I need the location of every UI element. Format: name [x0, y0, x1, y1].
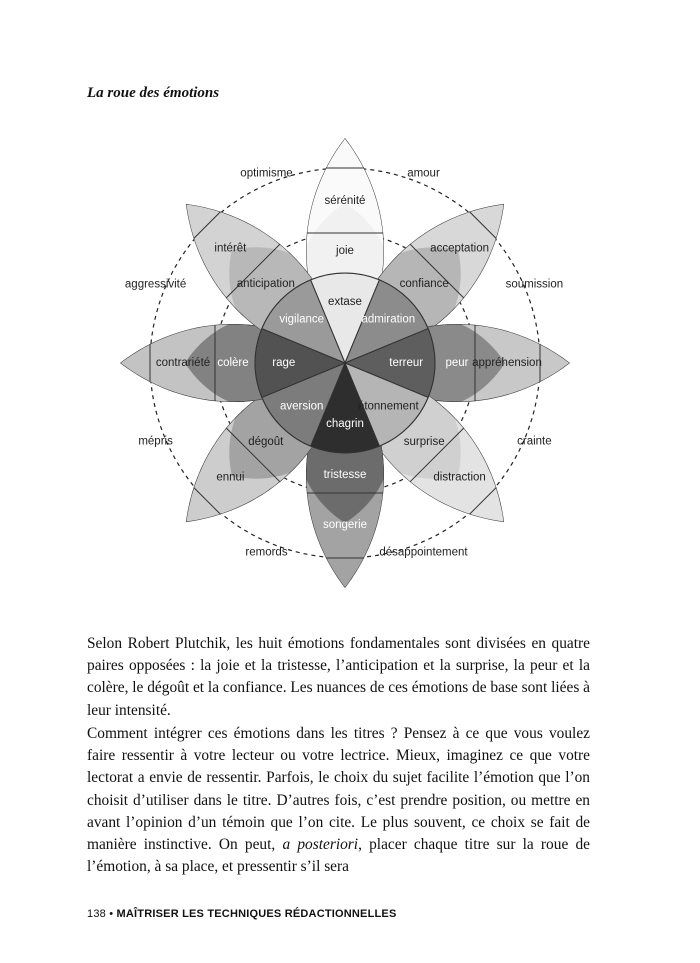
footer-section-title: MAÎTRISER LES TECHNIQUES RÉDACTIONNELLES: [116, 908, 397, 920]
label-inner: chagrin: [326, 418, 364, 430]
label-middle: colère: [217, 357, 248, 369]
label-outer: ennui: [216, 472, 244, 484]
wedge-aversion: [261, 362, 346, 447]
wedge-admiration: [344, 279, 429, 364]
wedge-extase: [309, 272, 381, 365]
petal-band-divider: [191, 209, 223, 241]
page-footer: 138 • MAÎTRISER LES TECHNIQUES RÉDACTION…: [87, 908, 397, 920]
petal-band-divider: [408, 426, 466, 484]
wedge-vigilance: [261, 279, 346, 364]
label-middle: anticipation: [237, 278, 295, 290]
paragraph-1: Selon Robert Plutchik, les huit émotions…: [87, 635, 590, 719]
label-inner: étonnement: [358, 400, 420, 412]
paragraph-2-italic: a posteriori: [282, 836, 359, 854]
label-outer: appréhension: [472, 357, 542, 369]
paragraph-2: Comment intégrer ces émotions dans les t…: [87, 723, 590, 878]
petal-band-divider: [467, 209, 499, 241]
label-outer: songerie: [323, 519, 367, 531]
page-number: 138: [87, 908, 106, 920]
label-outer: distraction: [433, 472, 485, 484]
label-middle: tristesse: [324, 469, 367, 481]
label-combination: remords: [245, 546, 287, 558]
label-middle: peur: [445, 357, 468, 369]
wedge-chagrin: [309, 361, 381, 454]
petal-band-divider: [467, 485, 499, 517]
label-outer: intérêt: [214, 242, 247, 254]
wedge-étonnement: [344, 362, 429, 447]
petal-band-divider: [408, 242, 466, 300]
label-middle: joie: [335, 245, 354, 257]
label-middle: surprise: [404, 436, 445, 448]
emotion-wheel: extase joie sérénité amour admiration confian…: [120, 138, 570, 588]
paragraph-2-end: , placer chaque titre sur la roue de l’é…: [87, 836, 590, 876]
label-combination: désappointement: [379, 546, 468, 558]
label-outer: sérénité: [325, 195, 366, 207]
label-combination: amour: [407, 168, 440, 180]
wedge-rage: [254, 327, 347, 399]
label-inner: vigilance: [279, 314, 324, 326]
label-inner: aversion: [280, 400, 323, 412]
label-combination: optimisme: [240, 168, 292, 180]
label-middle: dégoût: [248, 436, 284, 448]
section-heading: La roue des émotions: [87, 85, 220, 101]
wedge-terreur: [343, 327, 436, 399]
label-inner: admiration: [361, 314, 415, 326]
footer-separator: •: [109, 908, 114, 920]
label-outer: acceptation: [430, 242, 489, 254]
label-inner: rage: [272, 357, 295, 369]
label-inner: extase: [328, 296, 362, 308]
petal-band-divider: [224, 426, 282, 484]
label-combination: aggressivité: [125, 279, 186, 291]
petal-band-divider: [191, 485, 223, 517]
label-middle: confiance: [400, 278, 449, 290]
label-combination: crainte: [517, 436, 552, 448]
label-combination: soumission: [506, 279, 564, 291]
label-outer: contrariété: [156, 357, 210, 369]
petal-band-divider: [224, 242, 282, 300]
label-inner: terreur: [389, 357, 423, 369]
paragraph-2-start: Comment intégrer ces émotions dans les t…: [87, 725, 590, 854]
label-combination: mépris: [138, 436, 173, 448]
